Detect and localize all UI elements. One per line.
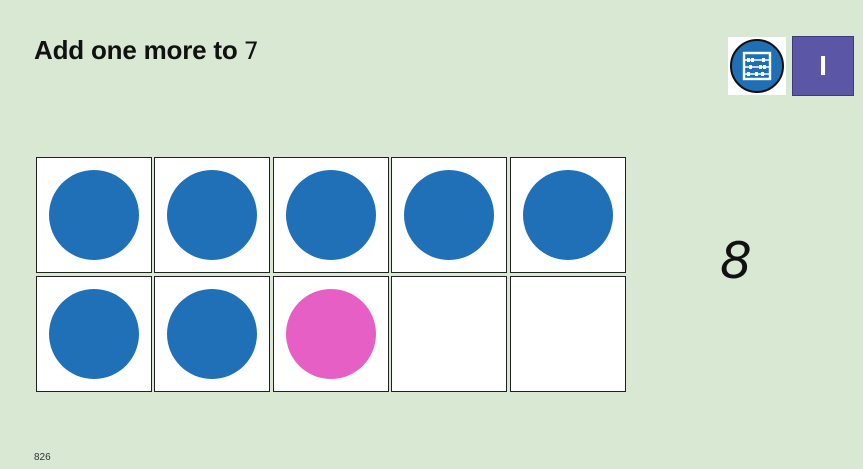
abacus-button[interactable] — [728, 37, 786, 95]
counter[interactable] — [167, 170, 257, 260]
ten-frame-cell[interactable] — [154, 276, 270, 392]
prompt-number: 7 — [243, 37, 259, 65]
counter[interactable] — [523, 170, 613, 260]
counter[interactable] — [286, 170, 376, 260]
counter[interactable] — [404, 170, 494, 260]
ten-frame-cell[interactable] — [273, 276, 389, 392]
ten-frame-cell[interactable] — [510, 157, 626, 273]
ten-frame-cell[interactable] — [391, 276, 507, 392]
prompt-text: Add one more to — [34, 35, 238, 65]
info-button-label: I — [819, 50, 827, 81]
ten-frame-cell[interactable] — [510, 276, 626, 392]
ten-frame-cell[interactable] — [391, 157, 507, 273]
ten-frame-cell[interactable] — [273, 157, 389, 273]
answer-number: 8 — [720, 232, 752, 290]
ten-frame-cell[interactable] — [36, 276, 152, 392]
counter[interactable] — [49, 289, 139, 379]
ten-frame — [36, 157, 628, 393]
abacus-icon — [730, 39, 784, 93]
counter[interactable] — [286, 289, 376, 379]
info-button[interactable]: I — [792, 36, 854, 96]
counter[interactable] — [49, 170, 139, 260]
ten-frame-cell[interactable] — [154, 157, 270, 273]
counter[interactable] — [167, 289, 257, 379]
ten-frame-cell[interactable] — [36, 157, 152, 273]
slide-code: 826 — [34, 452, 51, 463]
